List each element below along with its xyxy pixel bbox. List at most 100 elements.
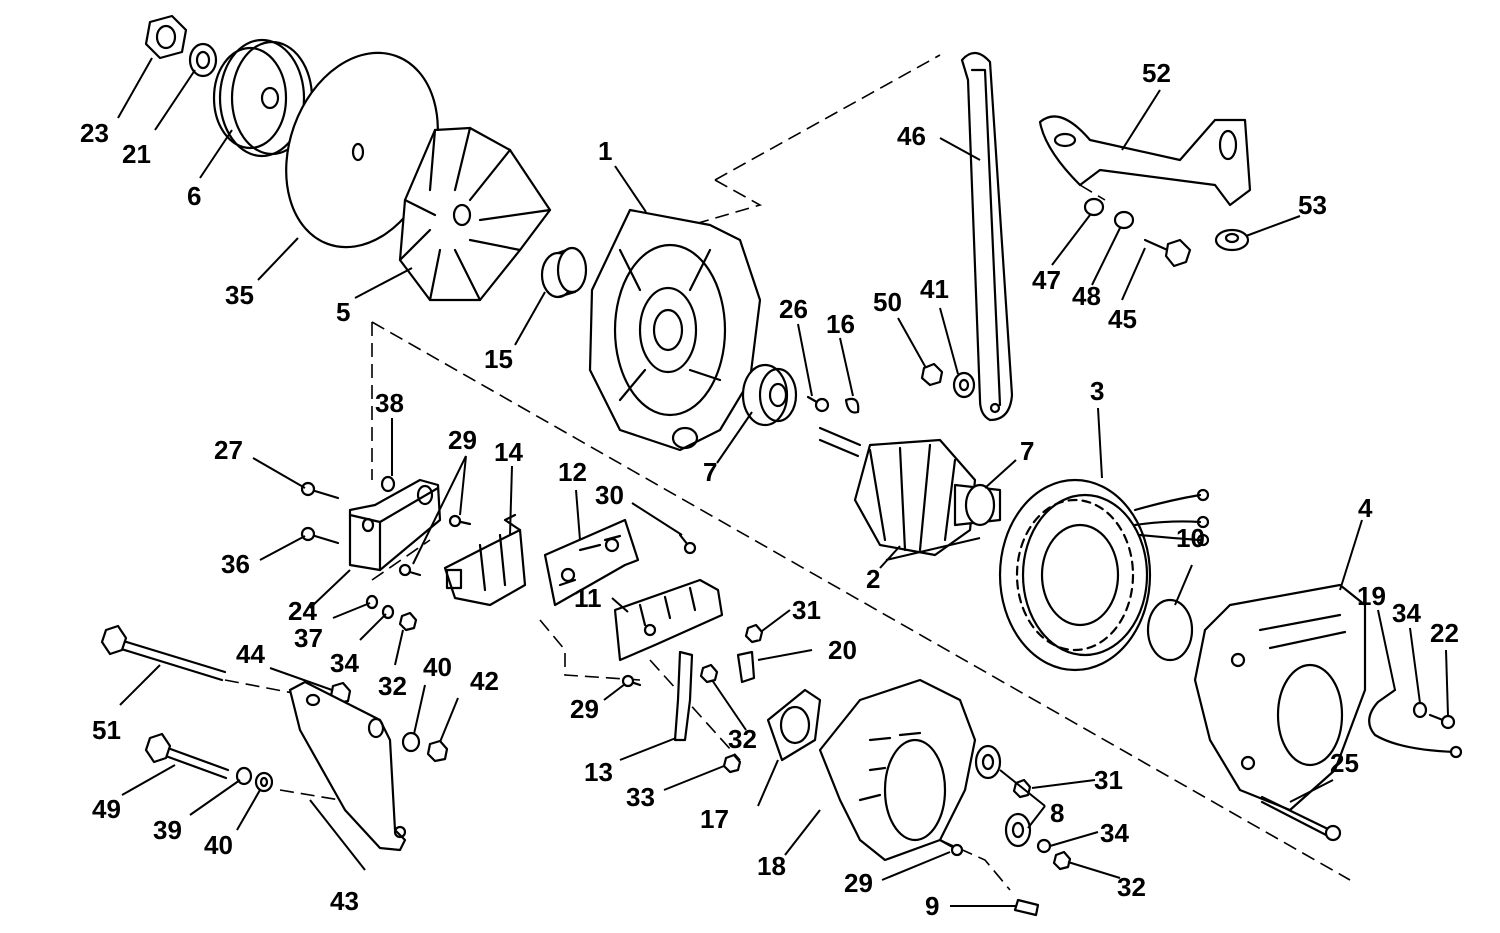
callout-26: 26 — [779, 294, 808, 324]
o-ring-10 — [1146, 598, 1194, 662]
pulley-6 — [212, 38, 314, 158]
callout-8: 8 — [1050, 798, 1064, 828]
nut-32-brush — [398, 611, 418, 632]
callout-48: 48 — [1072, 281, 1101, 311]
callout-18: 18 — [757, 851, 786, 881]
callout-11: 11 — [574, 583, 602, 613]
callout-47: 47 — [1032, 265, 1061, 295]
callout-13: 13 — [584, 757, 613, 787]
callout-49: 49 — [92, 794, 121, 824]
callout-40-upper: 40 — [423, 652, 452, 682]
washer-47 — [1083, 197, 1105, 217]
stator-3 — [998, 478, 1210, 672]
washer-37 — [365, 594, 379, 610]
washer-39 — [235, 766, 253, 786]
rotor-2 — [818, 426, 1002, 557]
bolt-49 — [144, 732, 230, 780]
nut-32-cover — [1052, 850, 1072, 871]
screw-36 — [300, 526, 340, 545]
insulator-17 — [766, 688, 822, 762]
cap-9 — [1013, 898, 1040, 917]
brush-holder-24 — [348, 478, 442, 572]
brace-46 — [960, 51, 1014, 422]
screw-26 — [806, 395, 830, 413]
callout-7-rotor: 7 — [1020, 436, 1034, 466]
callout-3: 3 — [1090, 376, 1104, 406]
bolt-45 — [1143, 238, 1192, 268]
callout-44: 44 — [236, 639, 265, 669]
nut-42 — [426, 739, 449, 763]
callout-31-heat: 31 — [792, 595, 821, 625]
rectifier-12 — [543, 518, 640, 607]
callout-22: 22 — [1430, 618, 1459, 648]
washer-34-rear — [1412, 701, 1428, 719]
lead-19 — [1368, 688, 1463, 759]
regulator-14 — [443, 513, 527, 607]
callout-41: 41 — [920, 274, 949, 304]
callout-12: 12 — [558, 457, 587, 487]
callout-6: 6 — [187, 181, 201, 211]
callout-35: 35 — [225, 280, 254, 310]
callout-29-brush: 29 — [448, 425, 477, 455]
bracket-43 — [288, 680, 407, 852]
callout-38: 38 — [375, 388, 404, 418]
callout-51: 51 — [92, 715, 121, 745]
callout-30: 30 — [595, 480, 624, 510]
heat-sink-11 — [613, 578, 724, 662]
strap-13 — [673, 650, 694, 742]
callout-9: 9 — [925, 891, 939, 921]
spacer-53 — [1214, 228, 1250, 252]
callout-32-brush: 32 — [378, 671, 407, 701]
fan-5 — [398, 126, 552, 302]
callout-34-rear: 34 — [1392, 598, 1421, 628]
screw-29-heat — [621, 674, 642, 688]
callout-32-strap: 32 — [728, 724, 757, 754]
washer-40-upper — [401, 731, 421, 753]
rear-housing-4 — [1193, 583, 1367, 812]
callout-31-cover: 31 — [1094, 765, 1123, 795]
screw-29-cover — [938, 838, 964, 857]
callout-15: 15 — [484, 344, 513, 374]
bracket-20 — [736, 650, 756, 684]
callout-37: 37 — [294, 623, 323, 653]
callout-53: 53 — [1298, 190, 1327, 220]
callout-50: 50 — [873, 287, 902, 317]
callout-24: 24 — [288, 596, 317, 626]
screws-29-brush — [398, 514, 472, 577]
callout-42: 42 — [470, 666, 499, 696]
callout-40-lower: 40 — [204, 830, 233, 860]
callout-46: 46 — [897, 121, 926, 151]
callout-5: 5 — [336, 297, 350, 327]
bracket-52 — [1038, 115, 1252, 207]
screw-22 — [1428, 713, 1456, 730]
leader-lines — [117, 57, 1449, 907]
washer-40-lower — [254, 771, 274, 793]
callout-29-heat: 29 — [570, 694, 599, 724]
screw-27 — [300, 481, 340, 500]
nut-31-heat — [744, 623, 764, 644]
washer-34-cover — [1036, 838, 1052, 854]
bolt-25 — [1260, 795, 1342, 842]
callout-14: 14 — [494, 437, 523, 467]
nut-23 — [144, 14, 188, 60]
callout-21: 21 — [122, 139, 151, 169]
callout-10: 10 — [1176, 523, 1205, 553]
callout-1: 1 — [598, 136, 612, 166]
insulators-8 — [974, 744, 1032, 848]
bolt-51 — [100, 624, 227, 682]
callout-33: 33 — [626, 782, 655, 812]
callout-34-cover: 34 — [1100, 818, 1129, 848]
end-cover-18 — [818, 678, 977, 862]
callout-34-brush: 34 — [330, 648, 359, 678]
callout-20: 20 — [828, 635, 857, 665]
washer-48 — [1113, 210, 1135, 230]
bearing-7-front — [741, 363, 798, 427]
callout-4: 4 — [1358, 493, 1373, 523]
callout-19: 19 — [1357, 581, 1386, 611]
callout-23: 23 — [80, 118, 109, 148]
callouts: 23 21 6 35 5 15 1 46 52 53 47 48 45 50 4… — [80, 58, 1459, 921]
callout-43: 43 — [330, 886, 359, 916]
washer-41 — [952, 371, 976, 399]
callout-7-front: 7 — [703, 457, 717, 487]
